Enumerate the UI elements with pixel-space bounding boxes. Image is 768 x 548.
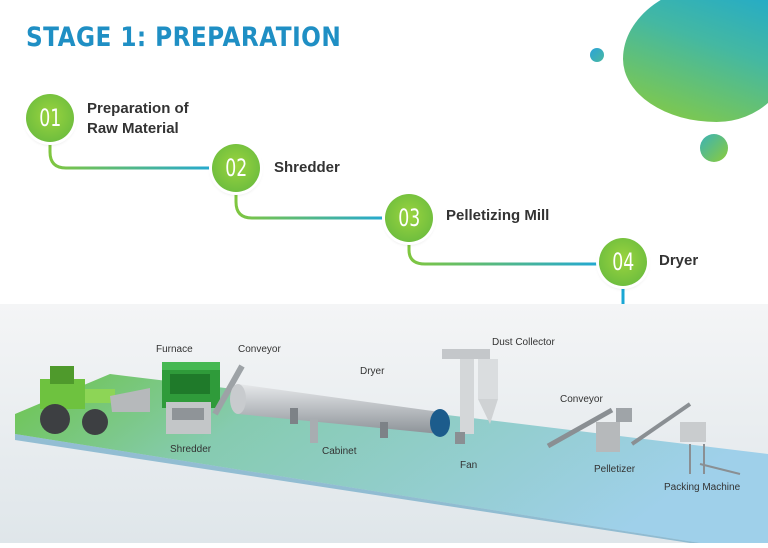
step-connectors [48,142,625,304]
decorative-dot [700,134,728,162]
step-1-circle: 01 [26,94,74,142]
conveyor-2 [546,407,614,449]
shredder [166,402,211,434]
label-pelletizer: Pelletizer [594,464,636,475]
decorative-dot [590,48,604,62]
production-line-illustration: Furnace Conveyor Dryer Dust Collector Co… [0,304,768,543]
step-3-circle: 03 [385,194,433,242]
step-1-number: 01 [38,104,61,132]
step-2-label: Shredder [274,159,340,176]
furnace [162,362,220,408]
connector-1-2 [48,142,216,170]
production-line-drawing [0,304,768,543]
connector-2-3 [234,192,388,220]
packing-machine [630,402,741,475]
dust-collector [442,349,498,434]
step-3-number: 03 [397,204,420,232]
label-cabinet: Cabinet [322,446,357,457]
conveyor-1 [212,364,245,416]
label-packing-machine: Packing Machine [664,482,741,493]
step-4-label: Dryer [659,252,699,269]
step-2-number: 02 [224,154,247,182]
step-1-label: Preparation of Raw Material [87,99,189,139]
connector-3-4 [407,240,600,266]
step-1-label-line1: Preparation of [87,100,189,117]
label-shredder: Shredder [170,444,212,455]
decorative-blob [623,0,768,122]
page-title: STAGE 1: PREPARATION [26,22,342,53]
floor-edge [15,434,700,543]
label-dust-collector: Dust Collector [492,337,555,348]
label-dryer: Dryer [360,366,385,377]
label-conveyor-1: Conveyor [238,344,281,355]
label-furnace: Furnace [156,344,193,355]
loader-vehicle [40,366,150,435]
label-fan: Fan [460,460,478,471]
cabinet [310,419,318,443]
step-4-circle: 04 [599,238,647,286]
dryer-drum [230,384,450,438]
fan [455,432,465,444]
pelletizer [596,408,632,452]
step-3-label: Pelletizing Mill [446,207,550,224]
step-1-label-line2: Raw Material [87,120,179,137]
label-conveyor-2: Conveyor [560,394,603,405]
step-4-number: 04 [611,248,634,276]
step-2-circle: 02 [212,144,260,192]
